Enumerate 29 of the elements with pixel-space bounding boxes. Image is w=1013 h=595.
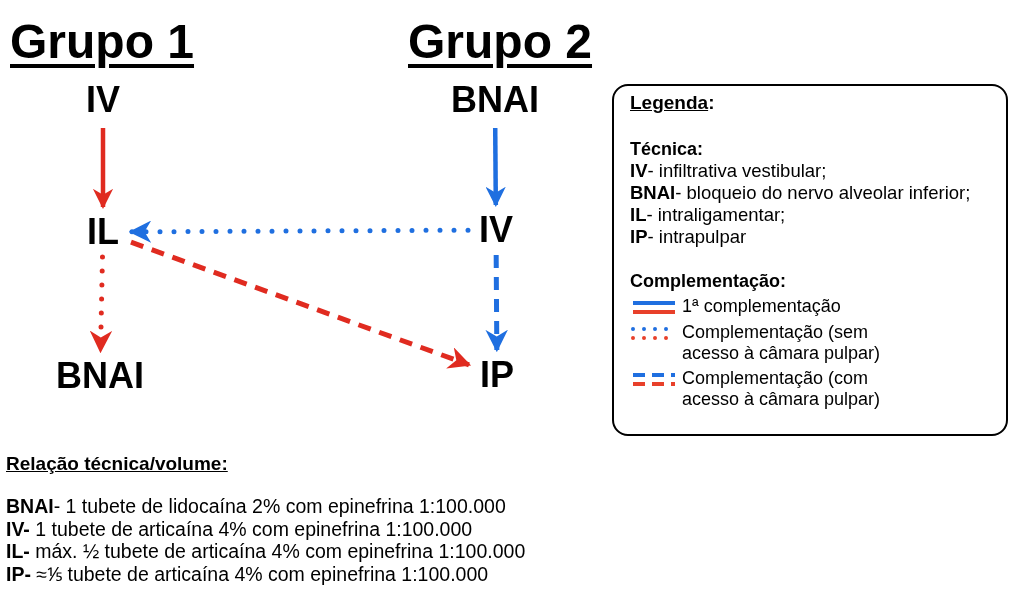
technique-label: BNAI bbox=[440, 72, 550, 128]
technique-label: IV bbox=[468, 205, 524, 255]
technique-label: IL bbox=[75, 207, 131, 257]
legend-text: Complementação (com acesso à câmara pulpar) bbox=[682, 368, 882, 410]
legend-text: BNAI- bloqueio do nervo alveolar inferior; bbox=[630, 182, 972, 204]
legend-text: IP- intrapulpar bbox=[630, 226, 748, 248]
dose-text: IL- máx. ½ tubete de articaína 4% com epinefrina 1:100.000 bbox=[6, 540, 526, 563]
arrow bbox=[485, 255, 508, 353]
arrow bbox=[485, 128, 506, 207]
dose-text: IP- ≈⅕ tubete de articaína 4% com epinefrina 1:100.000 bbox=[6, 562, 490, 585]
legend-text: IV- infiltrativa vestibular; bbox=[630, 160, 828, 182]
dose-text: BNAI- 1 tubete de lidocaína 2% com epinefrina 1:100.000 bbox=[6, 495, 507, 518]
arrow bbox=[92, 128, 114, 210]
group-heading: Grupo 2 bbox=[408, 14, 592, 69]
section-heading: Relação técnica/volume: bbox=[6, 453, 229, 475]
technique-label: IV bbox=[75, 72, 131, 128]
section-heading: Complementação: bbox=[630, 270, 788, 292]
arrow bbox=[128, 220, 471, 243]
arrow bbox=[130, 239, 472, 369]
technique-label: BNAI bbox=[45, 351, 155, 401]
legend-text: Complementação (sem acesso à câmara pulpar) bbox=[682, 322, 882, 364]
technique-label: IP bbox=[469, 350, 525, 400]
dose-text: IV- 1 tubete de articaína 4% com epinefrina 1:100.000 bbox=[6, 517, 474, 540]
legend-text: IL- intraligamentar; bbox=[630, 204, 787, 226]
legend-text: 1ª complementação bbox=[682, 296, 842, 317]
section-heading: Técnica: bbox=[630, 138, 705, 160]
arrow bbox=[89, 254, 113, 354]
legend-title: Legenda: bbox=[630, 92, 716, 114]
group-heading: Grupo 1 bbox=[10, 14, 194, 69]
